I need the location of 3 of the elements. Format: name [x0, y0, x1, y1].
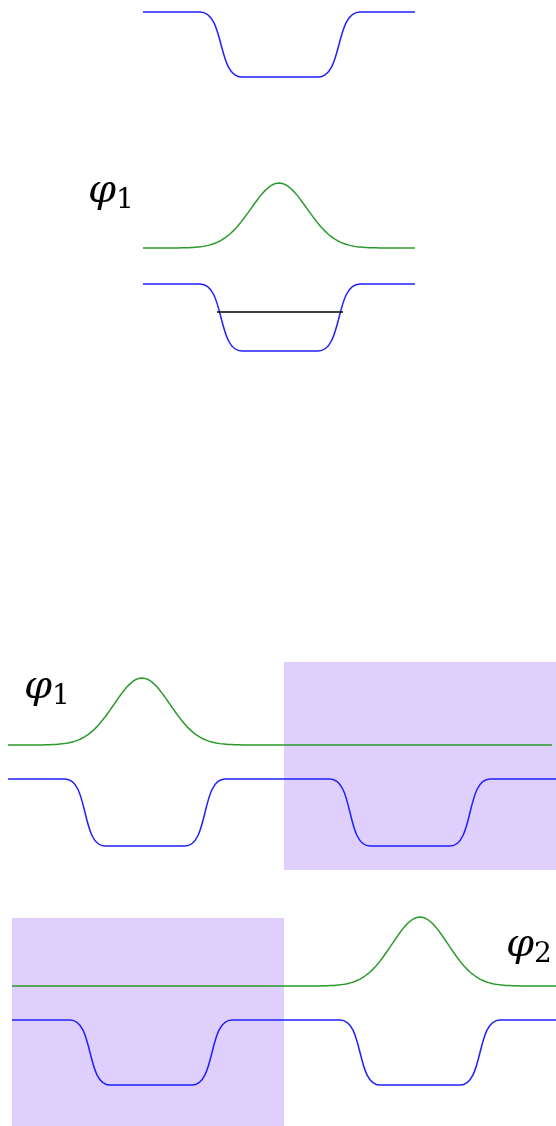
wavefunction-label: φ$_{1}$	[88, 168, 134, 213]
wavefunction-label: φ$_{2}$	[506, 922, 552, 967]
wavefunction-label: φ$_{1}$	[24, 664, 70, 709]
